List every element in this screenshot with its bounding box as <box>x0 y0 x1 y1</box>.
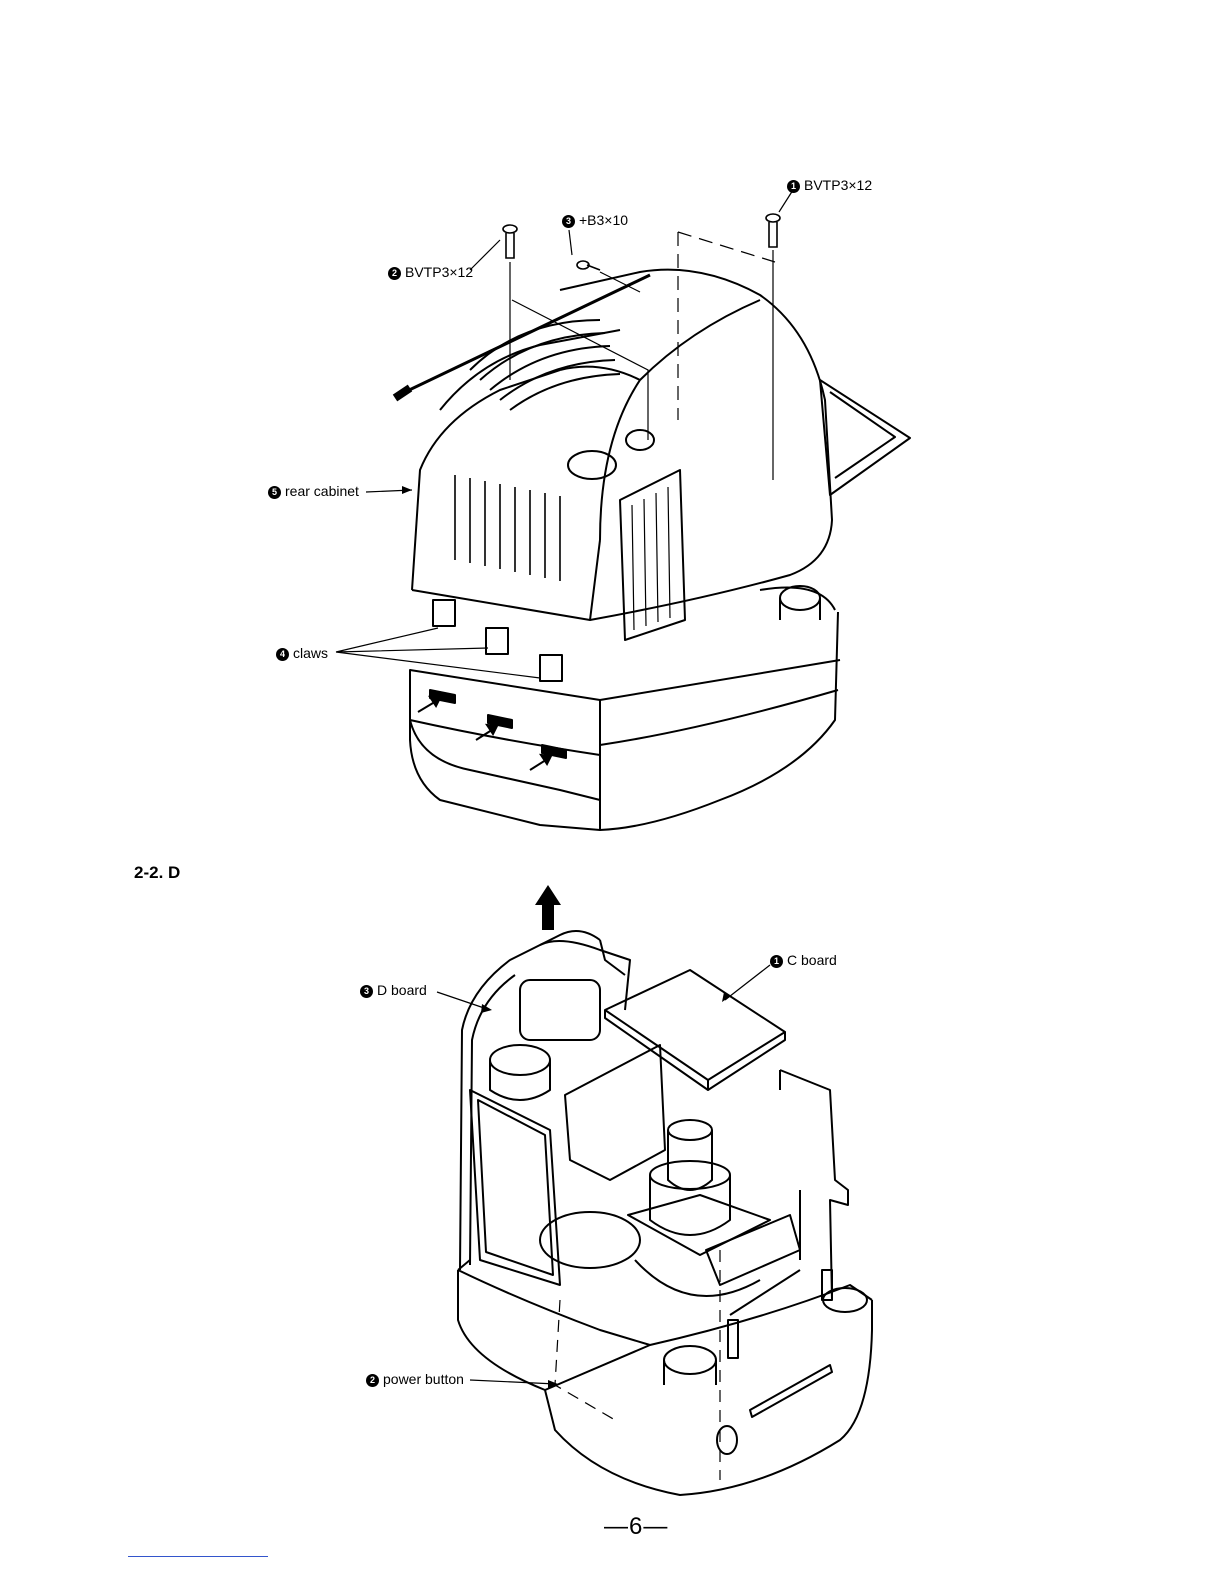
d-board-label: 3 D board <box>360 982 427 998</box>
part-name: C board <box>787 952 837 968</box>
page-number: —6— <box>604 1513 668 1541</box>
callout-number: 2 <box>366 1374 379 1387</box>
part-name: power button <box>383 1371 464 1387</box>
callout-number: 1 <box>770 955 783 968</box>
footer-divider <box>128 1556 268 1557</box>
callout-number: 3 <box>360 985 373 998</box>
power-button-label: 2 power button <box>366 1371 464 1387</box>
c-board-label: 1 C board <box>770 952 837 968</box>
part-name: D board <box>377 982 427 998</box>
